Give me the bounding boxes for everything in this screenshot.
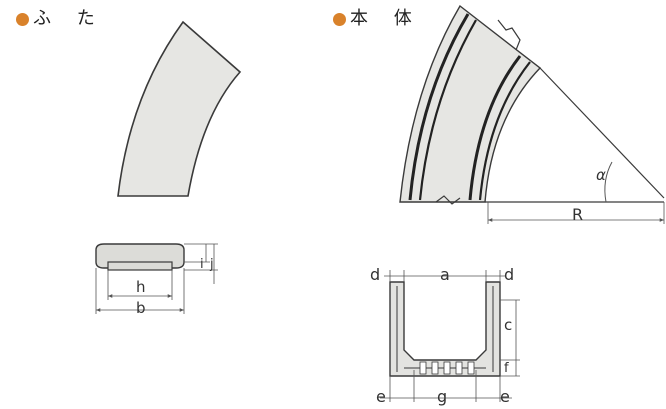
dim-label-e-left: e [376, 387, 386, 406]
dim-label-a: a [440, 265, 450, 284]
dim-label-j: j [209, 257, 214, 272]
heading-lid: ふ た [16, 8, 105, 30]
dim-label-b: b [136, 299, 146, 317]
dim-label-g: g [437, 387, 447, 406]
dim-label-i: i [200, 257, 204, 272]
lid-cross-section [95, 243, 218, 314]
dim-label-c: c [504, 316, 512, 334]
heading-body: 本 体 [333, 8, 422, 30]
heading-body-label: 本 体 [350, 8, 422, 29]
body-cross-section [380, 270, 520, 402]
dim-label-alpha: α [596, 166, 606, 184]
bullet-icon [333, 12, 346, 26]
bullet-icon [16, 12, 29, 26]
dim-label-d-right: d [504, 265, 514, 284]
dim-label-e-right: e [500, 387, 510, 406]
lid-plan-view [117, 20, 242, 197]
dim-label-R: R [572, 205, 583, 224]
dim-label-d-left: d [370, 265, 380, 284]
dim-label-h: h [136, 278, 146, 296]
body-plan-view [399, 4, 665, 224]
dim-label-f: f [504, 361, 509, 376]
heading-lid-label: ふ た [33, 8, 105, 29]
